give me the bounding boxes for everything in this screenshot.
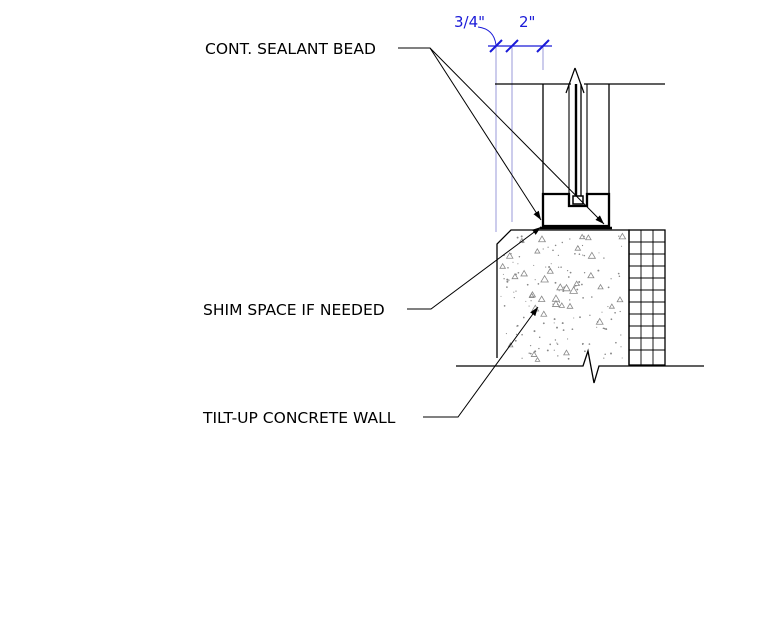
break-symbol [565,67,576,94]
concrete-wall [496,229,630,365]
break-symbol [574,67,585,94]
label-sealant-bead: CONT. SEALANT BEAD [205,40,376,58]
dim-tick [489,39,503,53]
leader-wall [423,306,539,418]
bottom-break-line [456,348,704,384]
window-frame [495,67,665,230]
leader-sealant-1 [398,47,542,221]
label-concrete-wall: TILT-UP CONCRETE WALL [202,409,396,427]
insulation-grid [628,229,666,366]
dim-tick [536,39,550,53]
dimension-group: 3/4" 2" [454,13,552,232]
glazing-stop [572,195,584,205]
sill-profile [541,192,611,228]
dimension-gap-text: 3/4" [454,13,485,31]
dim-tick [505,39,519,53]
label-shim-space: SHIM SPACE IF NEEDED [203,301,385,319]
leader-shim [407,226,542,310]
dim-text-leader [477,26,497,46]
dimension-frame-text: 2" [519,13,535,31]
insulation-outline [628,229,666,366]
leaders [398,47,605,418]
leader-sealant-2 [429,47,605,225]
concrete-outline [496,229,630,365]
concrete-stipple [499,232,627,362]
